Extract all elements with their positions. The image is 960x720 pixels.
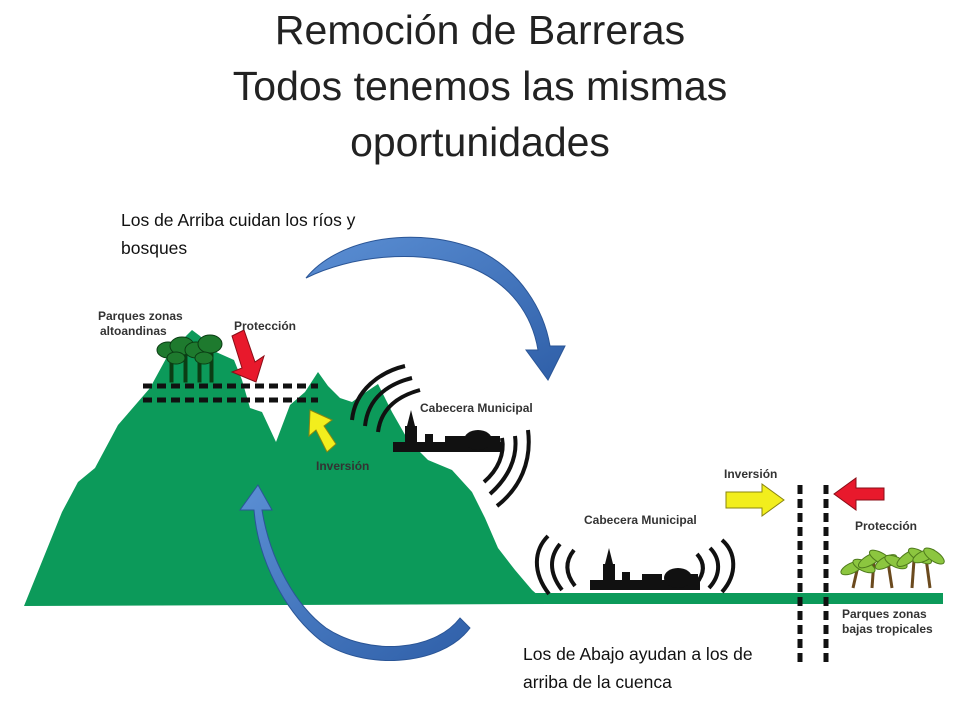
investment-arrow-icon [725, 483, 785, 517]
investment-arrow-icon [308, 409, 337, 453]
cycle-arrow-icon [305, 236, 566, 381]
cycle-arrow-icon [239, 484, 471, 661]
palm-icon [840, 547, 945, 589]
town-silhouette-icon [393, 410, 503, 452]
label-inversion-alto: Inversión [316, 459, 369, 473]
label-parques-bajo-1: Parques zonas [842, 607, 927, 621]
protection-arrow-icon [833, 477, 885, 511]
town-signal-waves [350, 364, 531, 508]
label-parques-bajo-2: bajas tropicales [842, 622, 933, 636]
label-proteccion-bajo: Protección [855, 519, 917, 533]
title-line-3: oportunidades [350, 119, 610, 165]
tree-icon [156, 334, 223, 383]
label-proteccion-alto: Protección [234, 319, 296, 333]
label-parques-alto-2: altoandinas [100, 324, 167, 338]
downstream-note: Los de Abajo ayudan a los de arriba de l… [523, 644, 753, 692]
title-line-2: Todos tenemos las mismas [232, 63, 728, 109]
label-cabecera-baja: Cabecera Municipal [584, 513, 697, 527]
label-inversion-bajo: Inversión [724, 467, 777, 481]
protection-arrow-icon [230, 329, 265, 383]
label-cabecera-alta: Cabecera Municipal [420, 401, 533, 415]
mountain-range [24, 330, 548, 606]
page-title: Remoción de Barreras Todos tenemos las m… [0, 2, 960, 170]
upstream-note: Los de Arriba cuidan los ríos y bosques [121, 210, 356, 258]
label-parques-alto-1: Parques zonas [98, 309, 183, 323]
lowland-ground [480, 593, 943, 604]
town-silhouette-icon [590, 548, 700, 590]
title-line-1: Remoción de Barreras [274, 7, 686, 53]
